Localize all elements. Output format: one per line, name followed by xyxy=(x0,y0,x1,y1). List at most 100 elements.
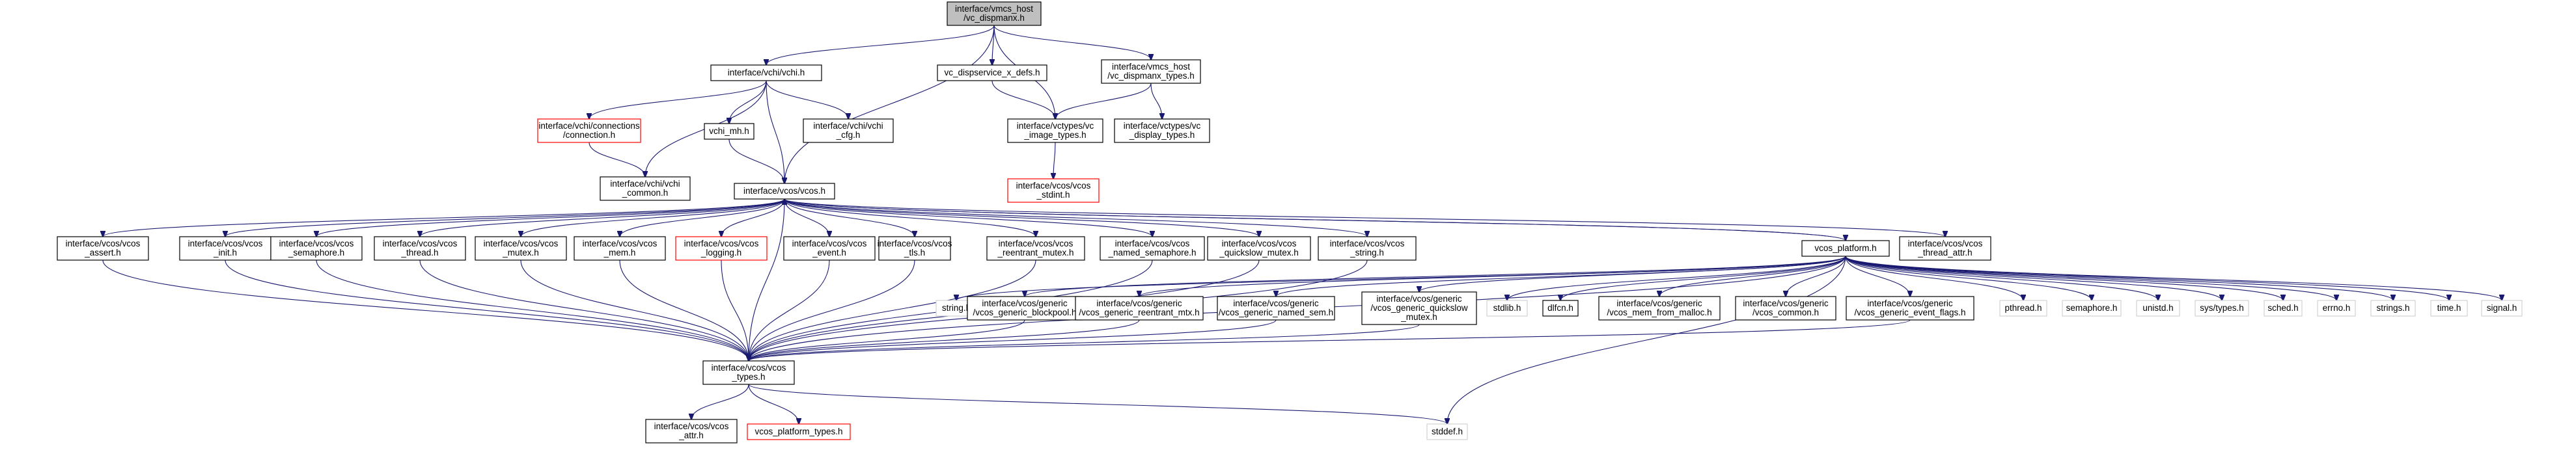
node-mem[interactable]: interface/vcos/vcos_mem.h xyxy=(574,236,666,261)
edge-gen_blockpool-to-vcos_types xyxy=(749,319,1025,361)
node-event-flags[interactable]: interface/vcos/generic/vcos_generic_even… xyxy=(1846,296,1974,321)
node-box xyxy=(1598,296,1721,321)
node-platform-types[interactable]: vcos_platform_types.h xyxy=(747,423,851,440)
node-gen-blockpool[interactable]: interface/vcos/generic/vcos_generic_bloc… xyxy=(967,296,1083,321)
node-gen-quickslow[interactable]: interface/vcos/generic/vcos_generic_quic… xyxy=(1361,291,1477,325)
node-display-types[interactable]: interface/vctypes/vc_display_types.h xyxy=(1114,118,1210,143)
node-label: interface/vcos/generic xyxy=(982,298,1068,308)
node-logging[interactable]: interface/vcos/vcos_logging.h xyxy=(675,236,768,261)
node-box xyxy=(986,236,1085,261)
node-label: vc_dispservice_x_defs.h xyxy=(944,68,1040,77)
node-vchi-cfg[interactable]: interface/vchi/vchi_cfg.h xyxy=(803,118,894,143)
node-label: interface/vcos/vcos xyxy=(999,239,1073,248)
edge-thread-to-vcos_types xyxy=(419,259,749,361)
node-platform[interactable]: vcos_platform.h xyxy=(1801,240,1890,257)
node-gen-named-sem[interactable]: interface/vcos/generic/vcos_generic_name… xyxy=(1217,296,1335,321)
node-tls[interactable]: interface/vcos/vcos_tls.h xyxy=(878,236,952,261)
node-string-v[interactable]: interface/vcos/vcos_string.h xyxy=(1318,236,1417,261)
node-label: interface/vchi/vchi xyxy=(813,121,883,131)
node-image-types[interactable]: interface/vctypes/vc_image_types.h xyxy=(1007,118,1103,143)
node-mutex[interactable]: interface/vcos/vcos_mutex.h xyxy=(475,236,567,261)
node-box xyxy=(2370,300,2416,317)
node-dispservice[interactable]: vc_dispservice_x_defs.h xyxy=(937,64,1047,81)
node-errno[interactable]: errno.h xyxy=(2317,300,2356,317)
node-pthread[interactable]: pthread.h xyxy=(1999,300,2047,317)
node-mem-malloc[interactable]: interface/vcos/generic/vcos_mem_from_mal… xyxy=(1598,296,1721,321)
node-box xyxy=(179,236,271,261)
edge-vcos_h-to-thread xyxy=(420,198,785,237)
edge-event-to-vcos_types xyxy=(749,259,830,361)
edge-assert-to-vcos_types xyxy=(102,259,749,361)
edge-gen_quickslow-to-vcos_types xyxy=(749,324,1420,361)
node-vchi-h[interactable]: interface/vchi/vchi.h xyxy=(710,64,822,81)
node-vchi-mh[interactable]: vchi_mh.h xyxy=(704,123,755,140)
node-quickslow[interactable]: interface/vcos/vcos_quickslow_mutex.h xyxy=(1207,236,1311,261)
node-connection[interactable]: interface/vchi/connections/connection.h xyxy=(537,118,641,143)
node-time[interactable]: time.h xyxy=(2430,300,2468,317)
node-label: _named_semaphore.h xyxy=(1107,248,1196,258)
edge-vcos_h-to-mem xyxy=(620,198,785,237)
node-label: interface/vcos/generic xyxy=(1233,298,1319,308)
edge-vcos_h-to-named_sem xyxy=(784,198,1152,237)
node-dlfcn[interactable]: dlfcn.h xyxy=(1542,300,1579,317)
node-stddef[interactable]: stddef.h xyxy=(1426,423,1468,440)
node-box xyxy=(270,236,363,261)
node-gen-reentrant[interactable]: interface/vcos/generic/vcos_generic_reen… xyxy=(1075,296,1204,321)
node-sched[interactable]: sched.h xyxy=(2264,300,2303,317)
node-signal[interactable]: signal.h xyxy=(2481,300,2523,317)
node-label: _assert.h xyxy=(84,248,121,258)
node-event[interactable]: interface/vcos/vcos_event.h xyxy=(783,236,876,261)
node-label: _event.h xyxy=(812,248,846,258)
node-assert[interactable]: interface/vcos/vcos_assert.h xyxy=(57,236,149,261)
edge-vcos_h-to-semaphore_v xyxy=(316,198,785,237)
node-box xyxy=(1318,236,1417,261)
node-vcos-attr[interactable]: interface/vcos/vcos_attr.h xyxy=(645,419,738,443)
node-box xyxy=(1217,296,1335,321)
node-vchi-common[interactable]: interface/vchi/vchi_common.h xyxy=(600,176,691,201)
node-vcos-h[interactable]: interface/vcos/vcos.h xyxy=(734,183,835,200)
node-box xyxy=(2264,300,2303,317)
node-thread-attr[interactable]: interface/vcos/vcos_thread_attr.h xyxy=(1899,236,1991,261)
node-box xyxy=(2317,300,2356,317)
node-sys-types[interactable]: sys/types.h xyxy=(2195,300,2249,317)
node-label: interface/vchi/vchi xyxy=(610,179,680,189)
edge-platform-to-vcos_h xyxy=(784,199,1846,241)
node-semaphore-v[interactable]: interface/vcos/vcos_semaphore.h xyxy=(270,236,363,261)
node-label: interface/vcos/vcos xyxy=(878,239,952,248)
node-label: _init.h xyxy=(213,248,237,258)
node-label: _tls.h xyxy=(904,248,925,258)
edge-vcos_h-to-tls xyxy=(784,198,915,237)
node-box xyxy=(734,183,835,200)
node-box xyxy=(1114,118,1210,143)
node-semaphore-h[interactable]: semaphore.h xyxy=(2062,300,2122,317)
edge-event_flags-to-vcos_types xyxy=(749,319,1911,361)
node-label: /vcos_common.h xyxy=(1752,308,1819,317)
node-vcos-stdint[interactable]: interface/vcos/vcos_stdint.h xyxy=(1007,178,1100,203)
node-box xyxy=(645,419,738,443)
node-dispmanx-types[interactable]: interface/vmcs_host/vc_dispmanx_types.h xyxy=(1101,59,1201,84)
node-vcos-common[interactable]: interface/vcos/generic/vcos_common.h xyxy=(1735,296,1836,321)
node-label: interface/vctypes/vc xyxy=(1124,121,1201,131)
node-label: interface/vcos/vcos xyxy=(684,239,759,248)
node-init[interactable]: interface/vcos/vcos_init.h xyxy=(179,236,271,261)
node-label: interface/vcos/vcos xyxy=(188,239,263,248)
node-unistd[interactable]: unistd.h xyxy=(2136,300,2180,317)
node-stdlib[interactable]: stdlib.h xyxy=(1486,300,1528,317)
edge-dispmanx_types-to-image_types xyxy=(1055,83,1152,119)
node-strings[interactable]: strings.h xyxy=(2370,300,2416,317)
node-box xyxy=(2062,300,2122,317)
node-vcos-types[interactable]: interface/vcos/vcos_types.h xyxy=(702,360,795,385)
node-named-sem[interactable]: interface/vcos/vcos_named_semaphore.h xyxy=(1100,236,1205,261)
node-thread[interactable]: interface/vcos/vcos_thread.h xyxy=(374,236,466,261)
node-reentrant[interactable]: interface/vcos/vcos_reentrant_mutex.h xyxy=(986,236,1085,261)
node-label: interface/vcos/generic xyxy=(1096,298,1182,308)
edge-platform-to-gen_named_sem xyxy=(1276,256,1846,297)
node-box xyxy=(2136,300,2180,317)
node-box xyxy=(702,360,795,385)
node-box xyxy=(803,118,894,143)
node-box xyxy=(967,296,1083,321)
node-root[interactable]: interface/vmcs_host/vc_dispmanx.h xyxy=(947,1,1042,26)
edge-platform-to-signal xyxy=(1845,256,2502,300)
edge-layer xyxy=(103,25,2502,424)
node-label: _thread.h xyxy=(400,248,438,258)
